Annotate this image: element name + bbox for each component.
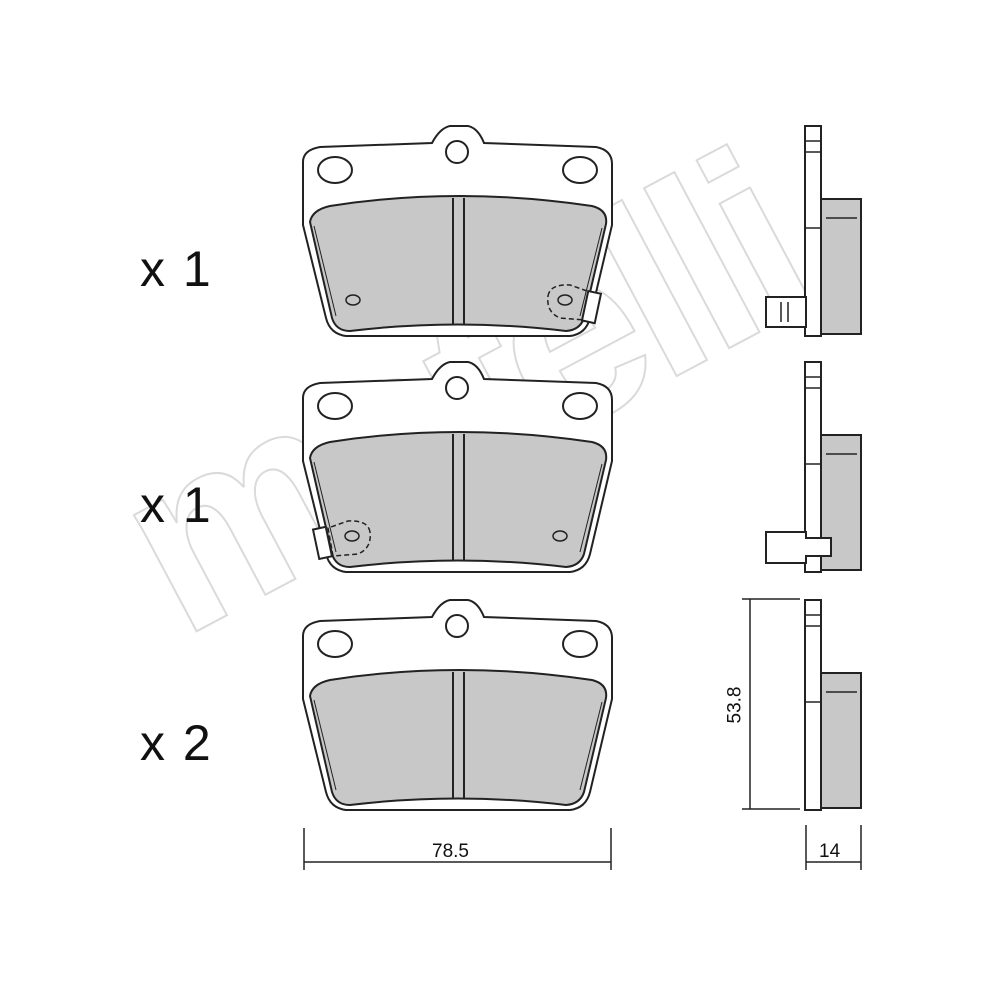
brake-pad-front-view-3	[302, 599, 613, 811]
brake-pad-side-view-1	[765, 125, 862, 337]
quantity-label-1: x 1	[140, 241, 213, 297]
dimension-thickness-line	[805, 825, 862, 870]
dimension-thickness-value: 14	[819, 841, 841, 862]
quantity-label-2: x 1	[140, 477, 213, 533]
dimension-height-value: 53.8	[724, 686, 746, 724]
brake-pad-front-view-1	[302, 125, 613, 337]
dimension-width-line	[303, 828, 612, 870]
quantity-label-3: x 2	[140, 715, 213, 771]
brake-pad-side-view-2	[765, 361, 862, 573]
dimension-height-line	[742, 598, 800, 810]
brake-pad-side-view-3	[804, 599, 862, 811]
brake-pad-front-view-2	[302, 361, 613, 573]
dimension-width-value: 78.5	[432, 841, 469, 862]
